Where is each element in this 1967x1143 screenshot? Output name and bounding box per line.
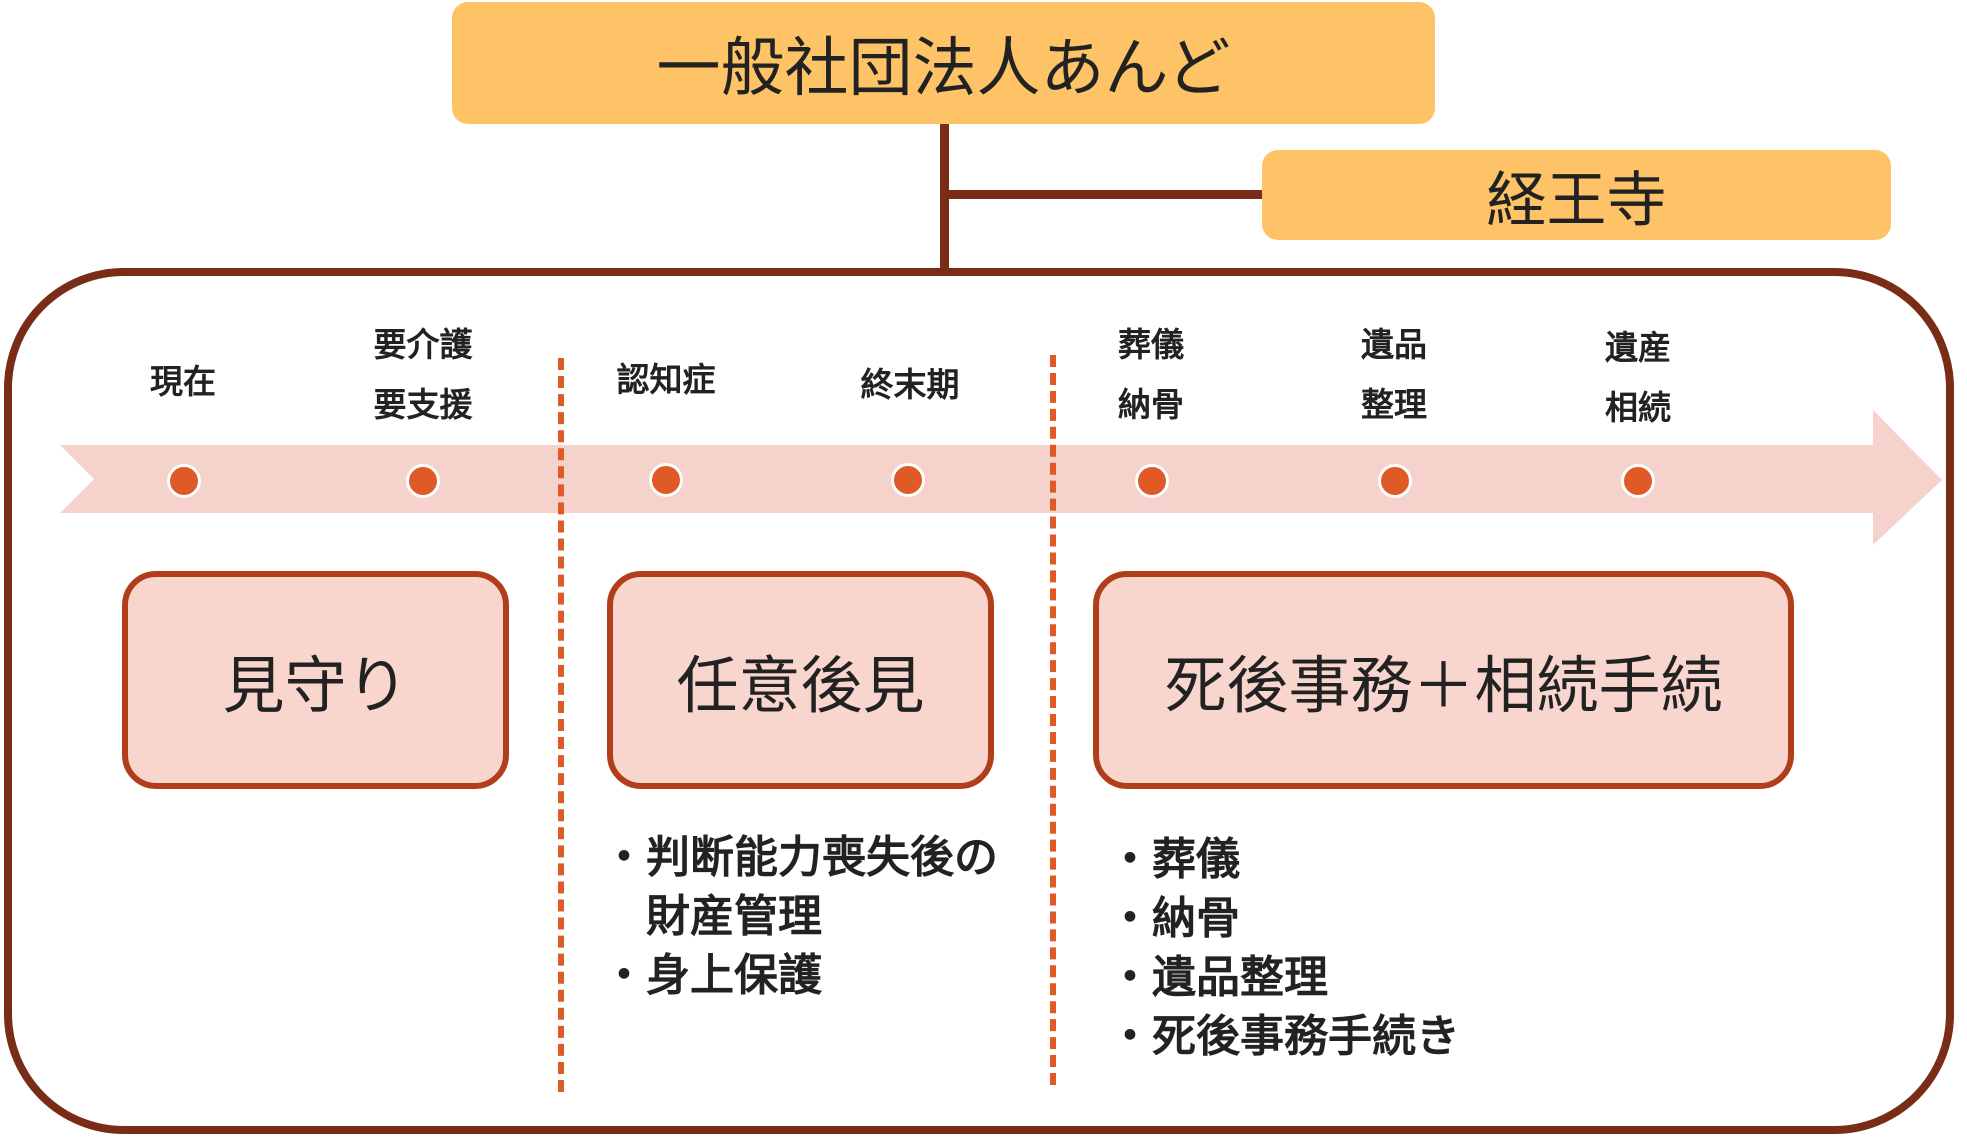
- partner-box: 経王寺: [1262, 150, 1891, 240]
- timeline-dot-funeral: [1135, 464, 1169, 498]
- stage-label-line: 納骨: [1118, 385, 1184, 424]
- stage-label-line: 要介護: [373, 325, 473, 364]
- timeline-dot-terminal: [891, 463, 925, 497]
- service-box-watch: 見守り: [122, 571, 509, 789]
- connector-vertical: [940, 124, 949, 274]
- stage-label-terminal: 終末期: [830, 355, 990, 415]
- stage-label-care: 要介護 要支援: [343, 315, 503, 435]
- detail-list-posthumous: 葬儀 納骨 遺品整理 死後事務手続き: [1108, 830, 1678, 1066]
- service-label: 死後事務＋相続手続: [1164, 649, 1723, 722]
- stage-label-line: 葬儀: [1118, 325, 1184, 364]
- detail-item: 身上保護: [602, 946, 1032, 1005]
- detail-item: 葬儀: [1108, 830, 1678, 889]
- stage-label-belongings: 遺品 整理: [1314, 315, 1474, 435]
- stage-label-line: 整理: [1361, 385, 1427, 424]
- stage-label-inheritance: 遺産 相続: [1558, 318, 1718, 438]
- timeline-dot-dementia: [649, 463, 683, 497]
- stage-label-line: 終末期: [860, 365, 960, 404]
- detail-list-guardianship: 判断能力喪失後の財産管理 身上保護: [602, 828, 1032, 1005]
- detail-item: 納骨: [1108, 889, 1678, 948]
- stage-label-line: 相続: [1605, 388, 1671, 427]
- stage-label-current: 現在: [103, 352, 263, 412]
- partner-name: 経王寺: [1486, 165, 1667, 236]
- section-divider-2: [1050, 355, 1056, 1085]
- timeline-dot-care: [406, 464, 440, 498]
- organization-name: 一般社団法人あんど: [656, 32, 1231, 106]
- stage-label-funeral: 葬儀 納骨: [1071, 315, 1231, 435]
- timeline-dot-current: [167, 464, 201, 498]
- stage-label-line: 遺品: [1361, 325, 1427, 364]
- timeline-arrow: [60, 410, 1942, 545]
- stage-label-line: 認知症: [616, 360, 716, 399]
- service-label: 任意後見: [676, 649, 925, 722]
- section-divider-1: [558, 358, 564, 1092]
- stage-label-line: 現在: [150, 362, 216, 401]
- service-label: 見守り: [222, 649, 409, 722]
- stage-label-dementia: 認知症: [586, 350, 746, 410]
- service-box-posthumous: 死後事務＋相続手続: [1093, 571, 1794, 789]
- main-frame: [4, 268, 1954, 1134]
- detail-item: 死後事務手続き: [1108, 1007, 1678, 1066]
- connector-horizontal: [944, 190, 1264, 199]
- timeline-dot-inheritance: [1621, 464, 1655, 498]
- service-box-guardianship: 任意後見: [607, 571, 994, 789]
- detail-item: 判断能力喪失後の財産管理: [602, 828, 1032, 946]
- stage-label-line: 遺産: [1605, 328, 1671, 367]
- timeline-dot-belongings: [1378, 464, 1412, 498]
- detail-item: 遺品整理: [1108, 948, 1678, 1007]
- stage-label-line: 要支援: [373, 385, 473, 424]
- timeline-arrow-shape: [60, 410, 1942, 545]
- organization-box: 一般社団法人あんど: [452, 2, 1435, 124]
